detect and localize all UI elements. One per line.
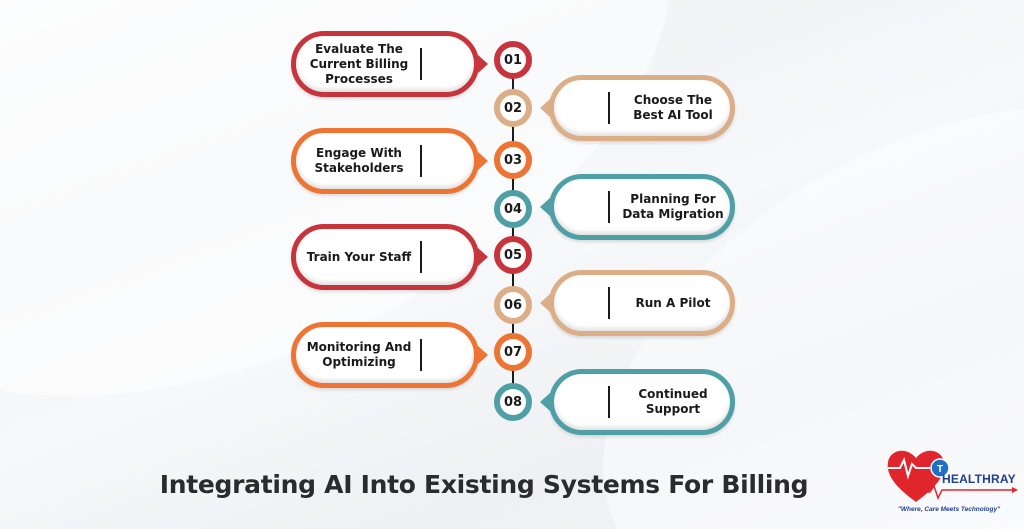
divider: [608, 92, 610, 124]
step-label: Engage With Stakeholders: [314, 146, 404, 175]
heart-pulse-icon: T: [887, 450, 1018, 502]
timeline-connector-line: [512, 62, 514, 402]
step-bubble-2: Choose The Best AI Tool: [540, 75, 735, 141]
step-label: Continued Support: [638, 387, 708, 416]
step-bubble-3: Engage With Stakeholders: [291, 128, 488, 194]
step-label: Planning For Data Migration: [622, 192, 724, 221]
step-number-badge: 05: [494, 236, 532, 274]
step-number-badge: 03: [494, 141, 532, 179]
divider: [420, 145, 422, 177]
step-number-badge: 01: [494, 41, 532, 79]
pointer-arrow-icon: [478, 346, 488, 364]
divider: [608, 386, 610, 418]
divider: [608, 287, 610, 319]
pointer-arrow-icon: [478, 248, 488, 266]
pointer-arrow-icon: [540, 294, 550, 312]
divider: [420, 241, 422, 273]
step-number-badge: 06: [494, 286, 532, 324]
logo-brand-name: HEALTHRAY: [942, 472, 1016, 486]
pointer-arrow-icon: [478, 152, 488, 170]
step-label: Run A Pilot: [635, 295, 711, 310]
pointer-arrow-icon: [478, 55, 488, 73]
pointer-arrow-icon: [540, 99, 550, 117]
divider: [420, 48, 422, 80]
step-bubble-5: Train Your Staff: [291, 224, 488, 290]
step-number-badge: 07: [494, 333, 532, 371]
step-bubble-8: Continued Support: [540, 369, 735, 435]
pointer-arrow-icon: [540, 393, 550, 411]
page-title: Integrating AI Into Existing Systems For…: [159, 470, 809, 499]
step-bubble-4: Planning For Data Migration: [540, 174, 735, 240]
divider: [420, 339, 422, 371]
divider: [608, 191, 610, 223]
healthray-logo: T HEALTHRAY "Where, Care Meets Technolog…: [884, 444, 1019, 524]
step-bubble-6: Run A Pilot: [540, 270, 735, 336]
step-label: Train Your Staff: [306, 249, 412, 264]
step-number-badge: 04: [494, 190, 532, 228]
step-bubble-1: Evaluate The Current Billing Processes: [291, 31, 488, 97]
pointer-arrow-icon: [540, 198, 550, 216]
step-label: Evaluate The Current Billing Processes: [309, 41, 409, 86]
step-label: Monitoring And Optimizing: [306, 340, 412, 369]
step-label: Choose The Best AI Tool: [633, 93, 713, 122]
step-number-badge: 02: [494, 89, 532, 127]
svg-text:T: T: [937, 464, 943, 475]
logo-tagline: "Where, Care Meets Technology": [897, 506, 1001, 513]
step-number-badge: 08: [494, 383, 532, 421]
step-bubble-7: Monitoring And Optimizing: [291, 322, 488, 388]
